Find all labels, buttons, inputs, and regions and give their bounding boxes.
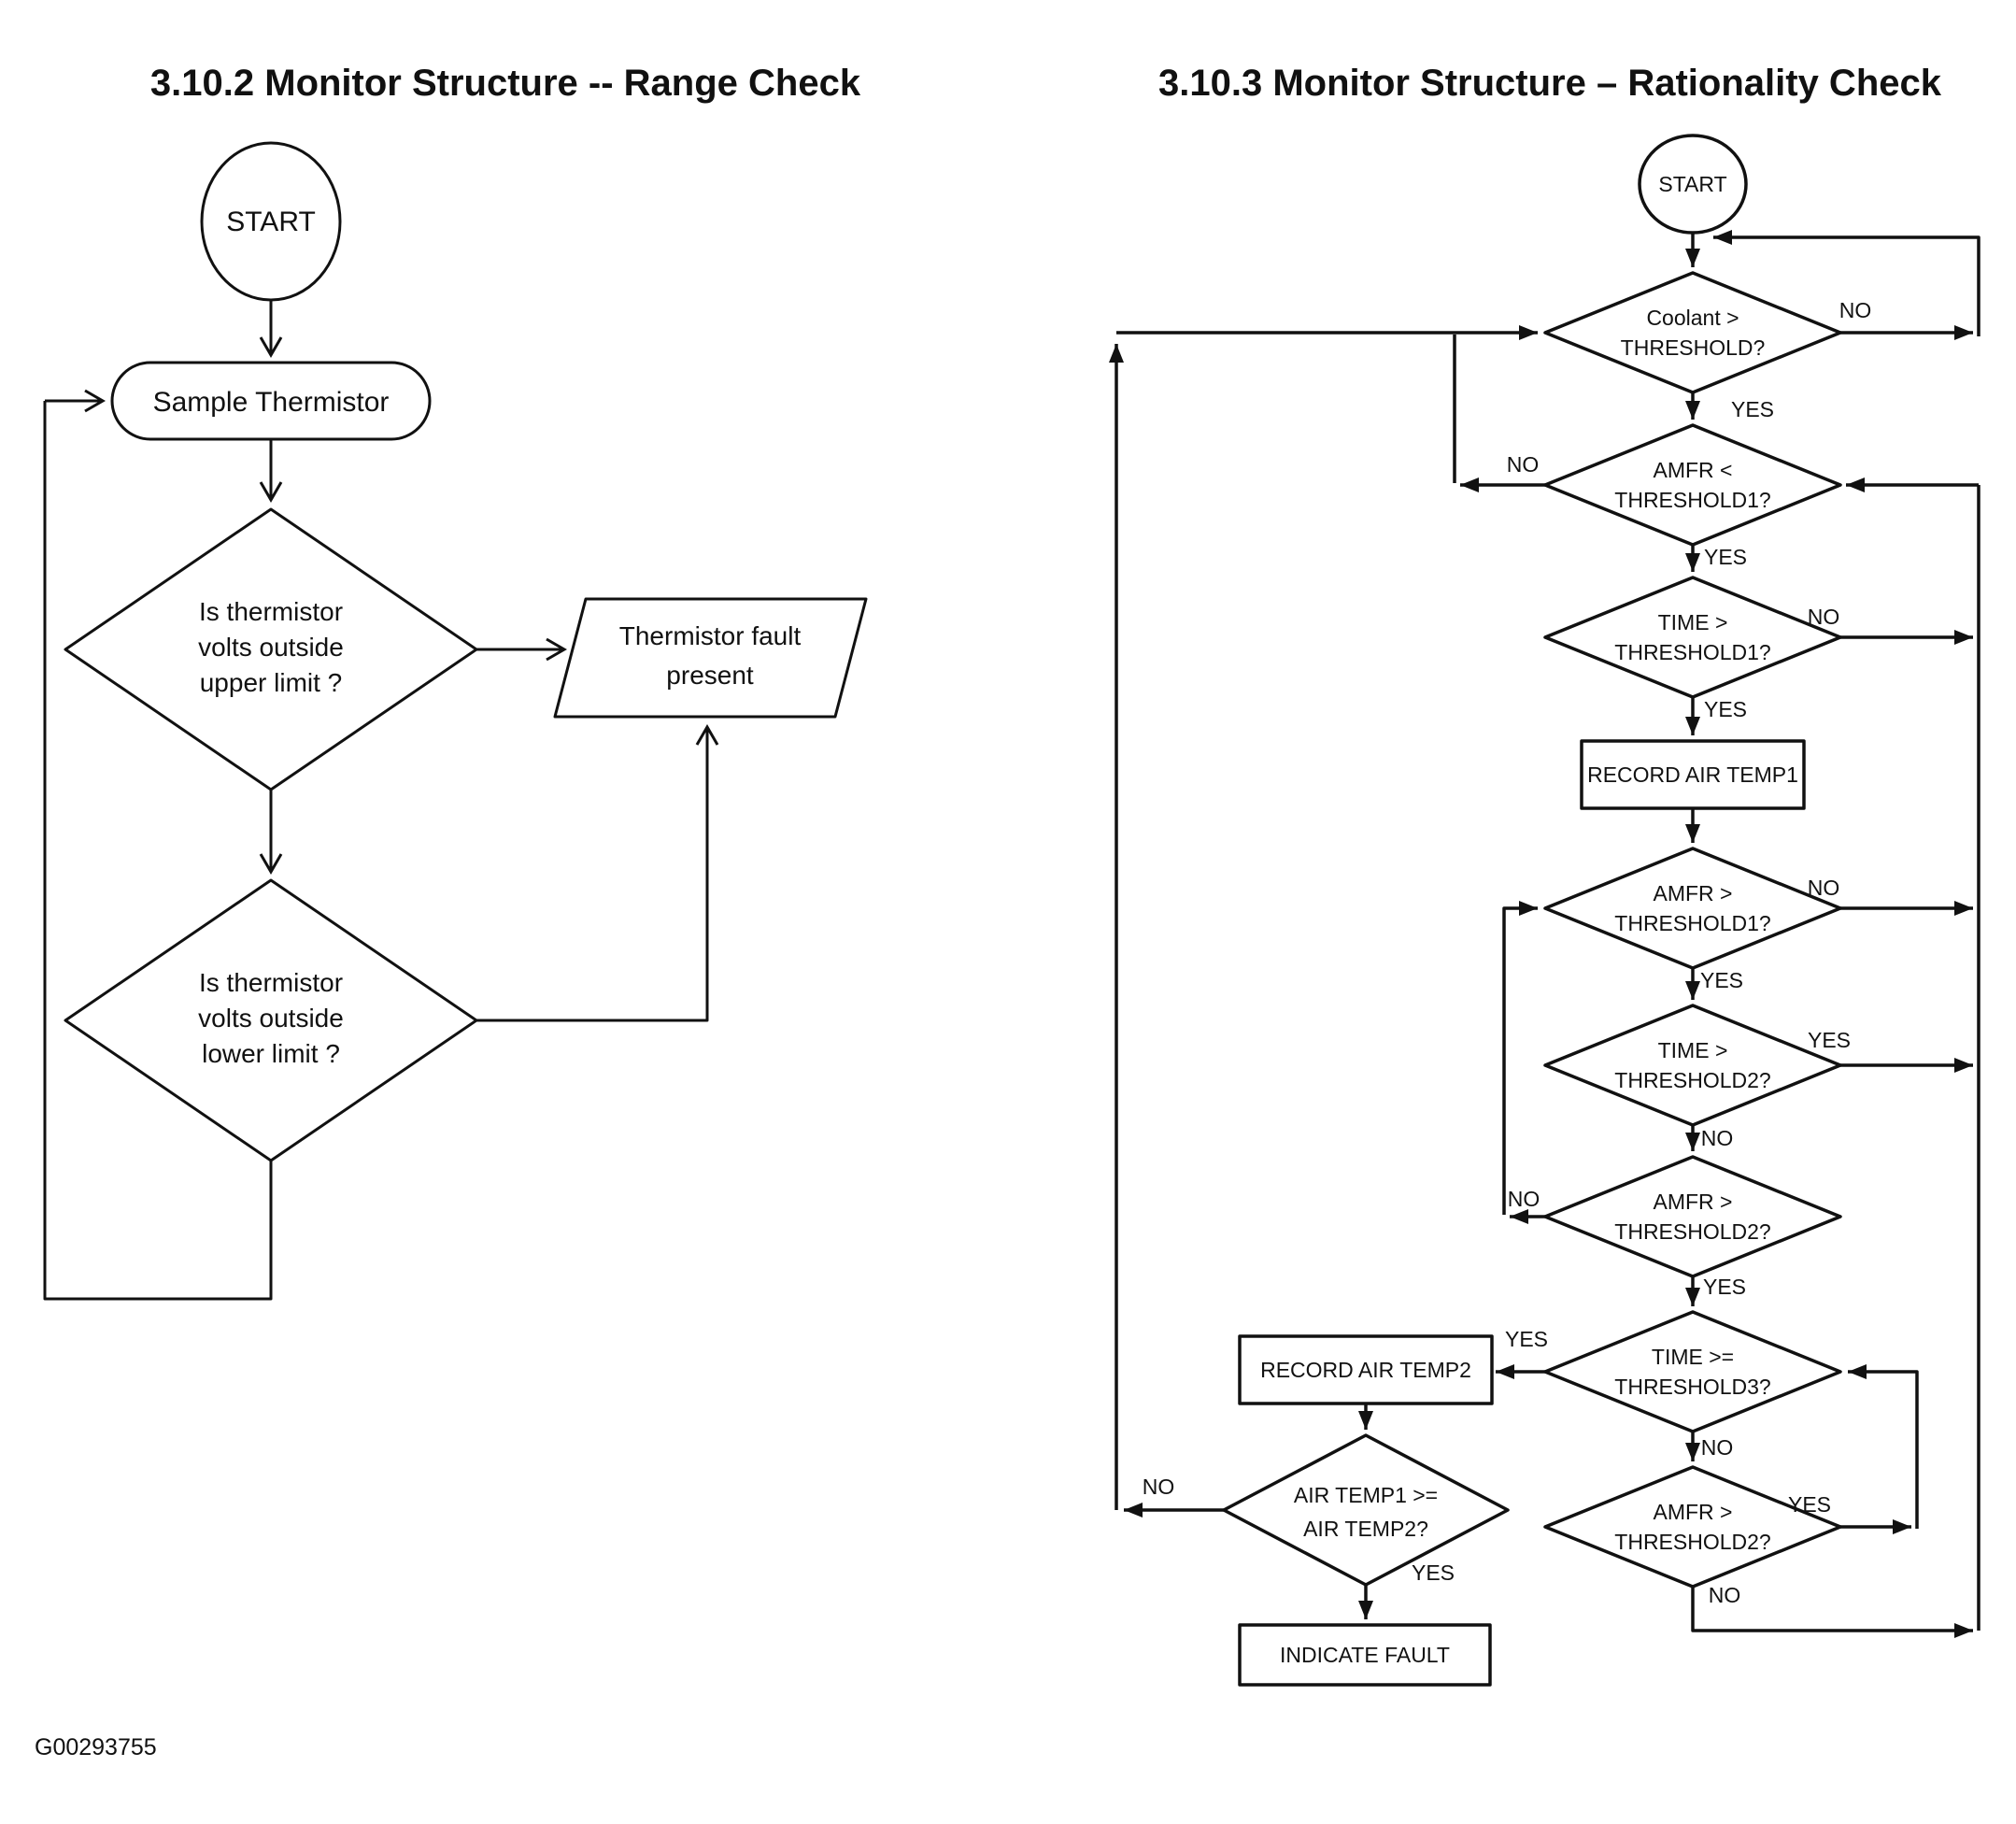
fault-output-line1: Thermistor fault [619,621,802,650]
lower-decision-line3: lower limit ? [202,1039,340,1068]
amfr-gt2b-line2: THRESHOLD2? [1614,1530,1770,1554]
time-ge-threshold3-decision [1543,1310,1842,1433]
sample-thermistor-label: Sample Thermistor [153,387,390,418]
amfr-gt2a-no-label: NO [1508,1187,1540,1211]
amfr-gt1-line2: THRESHOLD1? [1614,911,1770,935]
figure-code: G00293755 [35,1734,157,1760]
coolant-yes-label: YES [1731,397,1774,421]
time2-no-label: NO [1701,1126,1734,1150]
amfr-gt1-line1: AMFR > [1654,881,1733,905]
record-air-temp1-process [1580,739,1806,810]
amfr-gt2a-yes-label: YES [1703,1275,1746,1299]
time-gt-threshold1-decision [1543,576,1842,699]
coolant-decision [1543,271,1842,394]
time3-line1: TIME >= [1652,1345,1734,1369]
coolant-no-label: NO [1839,298,1872,322]
amfr-gt1-yes-label: YES [1700,968,1743,992]
air-temp-compare-decision [1222,1433,1510,1587]
time1-yes-label: YES [1704,697,1747,721]
upper-decision-line1: Is thermistor [199,597,343,626]
amfr-lt1-no-label: NO [1507,452,1540,477]
edge-loop-back [43,401,273,1301]
lower-decision-line1: Is thermistor [199,968,343,997]
amfr-gt2b-line1: AMFR > [1654,1500,1733,1524]
record-air-temp1-label: RECORD AIR TEMP1 [1587,762,1798,787]
amfr-lt-threshold1-decision [1543,423,1842,547]
time1-no-label: NO [1808,605,1840,629]
time3-no-label: NO [1701,1435,1734,1460]
amfr-lt1-line1: AMFR < [1654,458,1733,482]
start-label-right: START [1658,172,1726,196]
time3-yes-label: YES [1505,1327,1548,1351]
edge-coolant-no-return [1713,230,1981,336]
amfr-gt-threshold1-decision [1543,847,1842,970]
time2-line2: THRESHOLD2? [1614,1068,1770,1092]
edge-lower-decision-to-fault [476,724,719,1022]
time1-line1: TIME > [1658,610,1728,634]
sample-thermistor-process [110,361,432,441]
lower-decision-line2: volts outside [198,1004,344,1033]
edge-loop-into-time3 [1848,1364,1919,1529]
left-chart-title: 3.10.2 Monitor Structure -- Range Check [150,63,861,104]
airtemp-line2: AIR TEMP2? [1303,1517,1428,1541]
airtemp-no-label: NO [1143,1475,1175,1499]
thermistor-fault-output [553,597,868,719]
upper-limit-decision [64,507,478,791]
right-chart-title: 3.10.3 Monitor Structure – Rationality C… [1158,63,1942,104]
fault-output-line2: present [666,661,754,690]
amfr-lt1-line2: THRESHOLD1? [1614,488,1770,512]
amfr-gt2b-yes-label: YES [1788,1492,1831,1517]
edge-loop-into-amfr-gt1 [1502,901,1538,1215]
airtemp-yes-label: YES [1412,1560,1455,1585]
time2-yes-label: YES [1808,1028,1851,1052]
time2-line1: TIME > [1658,1038,1728,1062]
indicate-fault-label: INDICATE FAULT [1280,1643,1450,1667]
time-gt-threshold2-decision [1543,1004,1842,1127]
start-label-left: START [226,207,316,237]
indicate-fault-process [1238,1623,1492,1687]
airtemp-line1: AIR TEMP1 >= [1294,1483,1438,1507]
amfr-gt-threshold2-lower-decision [1543,1465,1842,1589]
time3-line2: THRESHOLD3? [1614,1375,1770,1399]
start-terminator-left [200,141,342,302]
amfr-gt2a-line1: AMFR > [1654,1190,1733,1214]
amfr-gt-threshold2-upper-decision [1543,1155,1842,1278]
start-terminator-right [1638,134,1748,235]
time1-line2: THRESHOLD1? [1614,640,1770,664]
amfr-gt2a-line2: THRESHOLD2? [1614,1219,1770,1244]
coolant-line1: Coolant > [1646,306,1739,330]
edge-amfr-gt2b-no [1691,1587,1973,1638]
upper-decision-line3: upper limit ? [200,668,343,697]
record-air-temp2-label: RECORD AIR TEMP2 [1260,1358,1471,1382]
amfr-gt2b-no-label: NO [1709,1583,1741,1607]
lower-limit-decision [64,878,478,1162]
coolant-line2: THRESHOLD? [1621,335,1766,360]
amfr-gt1-no-label: NO [1808,876,1840,900]
amfr-lt1-yes-label: YES [1704,545,1747,569]
upper-decision-line2: volts outside [198,633,344,662]
record-air-temp2-process [1238,1334,1494,1405]
